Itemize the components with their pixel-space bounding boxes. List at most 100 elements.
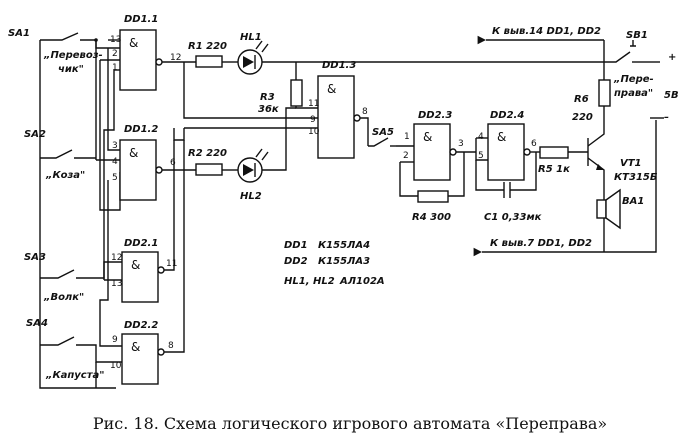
svg-text:„Пере-: „Пере- (613, 74, 654, 85)
sa1-label: „Перевоз- (43, 50, 103, 61)
power-rail-bottom: – К выв.7 DD1, DD2 (473, 112, 669, 257)
svg-text:13: 13 (111, 279, 122, 289)
svg-text:права": права" (614, 88, 653, 99)
dd23-ref: DD2.3 (418, 110, 452, 121)
svg-text:2: 2 (112, 49, 118, 59)
svg-text:C1 0,33мк: C1 0,33мк (484, 212, 542, 223)
svg-text:10: 10 (308, 127, 320, 137)
svg-text:&: & (131, 340, 140, 354)
sa3-label: „Волк" (43, 292, 84, 303)
svg-text:HL2: HL2 (240, 191, 262, 202)
svg-text:К выв.7 DD1, DD2: К выв.7 DD1, DD2 (490, 238, 592, 249)
speaker-ba1: BA1 (596, 188, 644, 252)
figure-caption: Рис. 18. Схема логического игрового авто… (92, 414, 608, 433)
svg-text:8: 8 (168, 341, 174, 351)
gate-dd1-1: & DD1.1 13 2 1 12 (100, 14, 196, 91)
svg-text:К155ЛА4: К155ЛА4 (318, 240, 370, 251)
svg-text:АЛ102А: АЛ102А (339, 276, 385, 287)
svg-text:&: & (423, 130, 432, 144)
dd13-ref: DD1.3 (322, 60, 356, 71)
dd11-ref: DD1.1 (124, 14, 158, 25)
svg-text:&: & (497, 130, 506, 144)
dd12-ref: DD1.2 (124, 124, 158, 135)
resistor-r3: R3 36к (258, 62, 318, 115)
svg-text:11: 11 (308, 99, 319, 109)
svg-text:1: 1 (112, 63, 118, 73)
gate-dd2-2: & DD2.2 9 10 8 (110, 140, 185, 385)
svg-text:R2 220: R2 220 (188, 148, 227, 159)
gate-dd2-1: & DD2.1 12 13 11 (111, 140, 177, 303)
button-sb1: SB1 „Пере- права" + 5В (608, 30, 679, 101)
gate-dd2-4: & DD2.4 4 5 6 (475, 110, 540, 181)
svg-text:36к: 36к (258, 104, 279, 115)
svg-text:4: 4 (478, 132, 484, 142)
svg-text:9: 9 (112, 335, 118, 345)
svg-text:К выв.14 DD1, DD2: К выв.14 DD1, DD2 (492, 26, 601, 37)
sa4-label: „Капуста" (45, 370, 104, 381)
switch-interconnect (95, 40, 122, 388)
svg-text:5: 5 (112, 173, 118, 183)
svg-text:3: 3 (112, 141, 118, 151)
switch-sa5: SA5 (368, 127, 396, 147)
svg-text:1: 1 (404, 132, 410, 142)
svg-text:VT1: VT1 (620, 158, 642, 169)
svg-text:К155ЛА3: К155ЛА3 (318, 256, 370, 267)
svg-text:DD1: DD1 (284, 240, 308, 251)
svg-text:9: 9 (310, 115, 316, 125)
resistor-r2: R2 220 (188, 148, 227, 176)
svg-text:3: 3 (458, 139, 464, 149)
svg-text:11: 11 (166, 259, 177, 269)
svg-text:&: & (129, 36, 138, 50)
gate-dd1-2: & DD1.2 3 4 5 6 (112, 124, 196, 201)
led-hl2: HL2 (222, 107, 296, 202)
svg-text:4: 4 (112, 157, 118, 167)
svg-text:5В: 5В (664, 90, 679, 101)
svg-text:R1 220: R1 220 (188, 41, 227, 52)
resistor-r1: R1 220 (188, 41, 227, 68)
sa2-ref: SA2 (24, 129, 46, 140)
dd24-ref: DD2.4 (490, 110, 524, 121)
svg-text:220: 220 (572, 112, 593, 123)
transistor-vt1: VT1 КТ315Б (587, 122, 658, 190)
switch-sa4: SA4 „Капуста" (26, 318, 122, 381)
svg-text:R6: R6 (574, 94, 589, 105)
sa1-ref: SA1 (8, 28, 30, 39)
resistor-r6: R6 220 (572, 62, 611, 123)
parts-legend: DD1 К155ЛА4 DD2 К155ЛА3 HL1, HL2 АЛ102А (284, 240, 385, 287)
resistor-r5: R5 1к (538, 146, 588, 175)
svg-text:12: 12 (111, 253, 122, 263)
svg-text:8: 8 (362, 107, 368, 117)
svg-text:КТ315Б: КТ315Б (614, 172, 658, 183)
dd21-ref: DD2.1 (124, 238, 158, 249)
switch-sa1: SA1 „Перевоз- чик" (8, 28, 120, 75)
svg-text:10: 10 (110, 361, 122, 371)
switch-sa2: SA2 „Коза" (24, 129, 96, 181)
sa3-ref: SA3 (24, 252, 46, 263)
svg-text:R3: R3 (260, 92, 275, 103)
power-rail-top: К выв.14 DD1, DD2 (477, 26, 605, 62)
svg-text:HL1: HL1 (240, 32, 262, 43)
svg-text:2: 2 (403, 151, 409, 161)
plus-sign: + (668, 52, 676, 63)
svg-text:SB1: SB1 (626, 30, 648, 41)
svg-text:SA5: SA5 (372, 127, 394, 138)
svg-text:R5 1к: R5 1к (538, 164, 570, 175)
led-hl1: HL1 (222, 32, 608, 75)
dd22-ref: DD2.2 (124, 320, 158, 331)
resistor-r4: R4 300 (412, 190, 451, 223)
svg-text:&: & (131, 258, 140, 272)
switch-common-bus (39, 40, 116, 389)
capacitor-c1: C1 0,33мк (475, 152, 542, 223)
gate-dd2-3: & DD2.3 1 2 3 (396, 110, 476, 197)
svg-text:&: & (129, 146, 138, 160)
gate-dd1-3: & DD1.3 11 9 10 8 (173, 60, 369, 159)
svg-text:5: 5 (478, 151, 484, 161)
svg-text:DD2: DD2 (284, 256, 308, 267)
sa4-ref: SA4 (26, 318, 48, 329)
svg-text:6: 6 (531, 139, 537, 149)
svg-text:&: & (327, 82, 336, 96)
sa1-label-2: чик" (58, 64, 84, 75)
svg-text:BA1: BA1 (622, 196, 644, 207)
svg-text:HL1, HL2: HL1, HL2 (284, 276, 335, 287)
svg-text:12: 12 (170, 53, 181, 63)
